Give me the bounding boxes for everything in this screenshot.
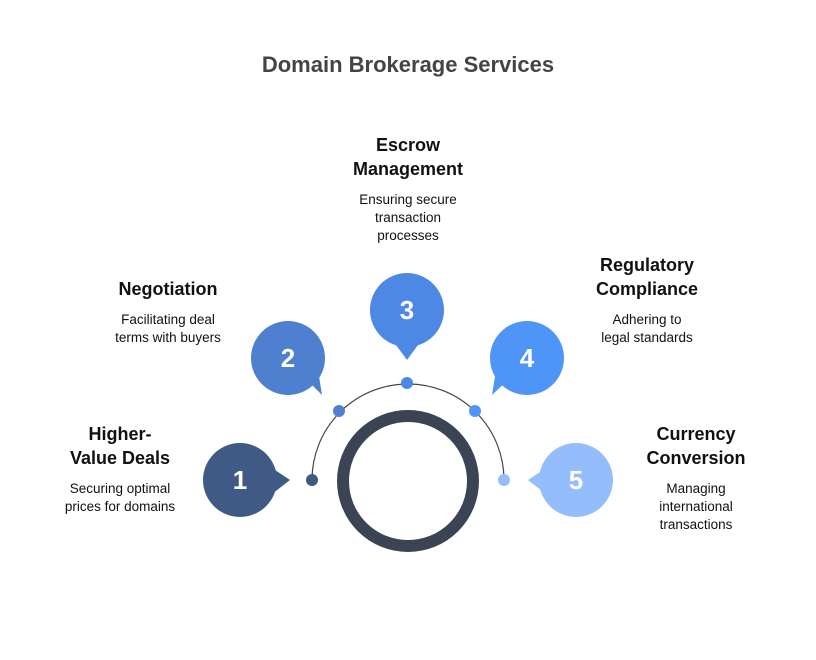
bubble-2: 2 [251,321,345,417]
bubble-number: 1 [233,465,247,495]
label-1: Higher-Value Deals Securing optimal pric… [30,422,210,516]
item-title: Currency Conversion [646,424,746,468]
bubble-circle [251,321,325,395]
bubble-circle [370,273,444,347]
bubble-5: 5 [498,443,613,517]
item-title: Negotiation [118,279,218,299]
arc-dot [306,474,318,486]
arc-dot [498,474,510,486]
bubble-1: 1 [203,443,318,517]
item-description: Adhering to legal standards [601,312,693,345]
center-ring [337,410,479,552]
arc-dot [469,405,481,417]
arc-dot [333,405,345,417]
label-5: Currency Conversion Managing internation… [616,422,776,534]
arc-dot [401,377,413,389]
bubble-circle [539,443,613,517]
item-title: Higher-Value Deals [69,424,171,468]
item-title: Regulatory Compliance [595,255,699,299]
label-4: Regulatory Compliance Adhering to legal … [567,253,727,347]
item-title: Escrow Management [353,135,464,179]
label-2: Negotiation Facilitating deal terms with… [88,277,248,347]
bubble-tail [396,345,418,360]
bubble-number: 5 [569,465,583,495]
item-description: Facilitating deal terms with buyers [115,312,221,345]
label-3: Escrow Management Ensuring secure transa… [328,133,488,245]
bubble-4: 4 [469,321,564,417]
item-description: Ensuring secure transaction processes [359,192,457,243]
item-description: Securing optimal prices for domains [64,481,176,514]
bubble-number: 4 [520,343,535,373]
item-description: Managing international transactions [659,481,733,532]
bubble-number: 3 [400,295,414,325]
bubble-circle [490,321,564,395]
bubble-number: 2 [281,343,295,373]
diagram-title: Domain Brokerage Services [261,52,555,77]
bubble-3: 3 [370,273,444,389]
bubble-circle [203,443,277,517]
